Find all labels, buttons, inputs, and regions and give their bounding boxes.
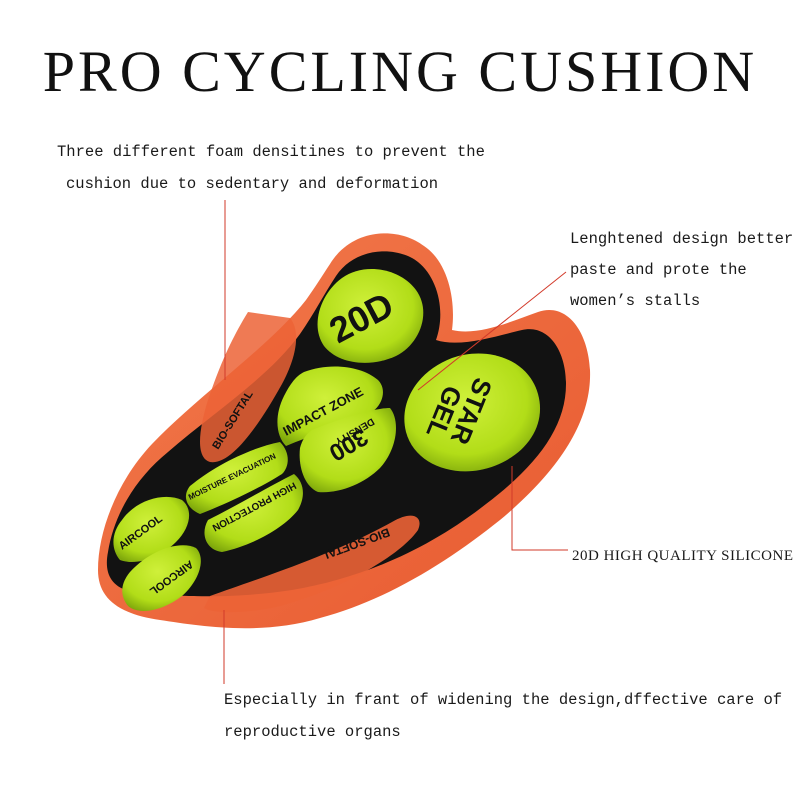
- lengthened-line-3: women’s stalls: [570, 292, 701, 310]
- pad-20d: [317, 268, 424, 363]
- bio-softal-ridge-left: [200, 312, 297, 463]
- leader-line-lengthened: [417, 271, 567, 391]
- lengthened-line-2: paste and prote the: [570, 261, 747, 279]
- front-widening-note: Especially in frant of widening the desi…: [224, 684, 782, 748]
- page-title: PRO CYCLING CUSHION: [42, 39, 758, 104]
- front-widening-line-2: reproductive organs: [224, 723, 401, 741]
- lengthened-line-1: Lenghtened design better: [570, 230, 794, 248]
- pad-high-protection: [204, 474, 303, 552]
- front-widening-line-1: Especially in frant of widening the desi…: [224, 691, 783, 709]
- pad-moisture-evacuation: [185, 442, 288, 514]
- pad-density: [299, 408, 396, 493]
- pad-impact-zone: [277, 366, 383, 446]
- foam-density-line-1: Three different foam densitines to preve…: [57, 143, 485, 161]
- leader-line-silicone: [511, 466, 568, 551]
- pad-aircool-upper: [113, 496, 190, 562]
- silicone-note: 20D HIGH QUALITY SILICONE: [572, 548, 794, 564]
- lengthened-design-note: Lenghtened design better paste and prote…: [570, 224, 793, 317]
- foam-density-line-2: cushion due to sedentary and deformation: [66, 175, 439, 193]
- foam-density-note: Three different foam densitines to preve…: [57, 136, 485, 200]
- pad-aircool-lower: [122, 545, 201, 611]
- pad-star-gel: [404, 353, 541, 472]
- bio-softal-ridge-bottom: [204, 515, 420, 613]
